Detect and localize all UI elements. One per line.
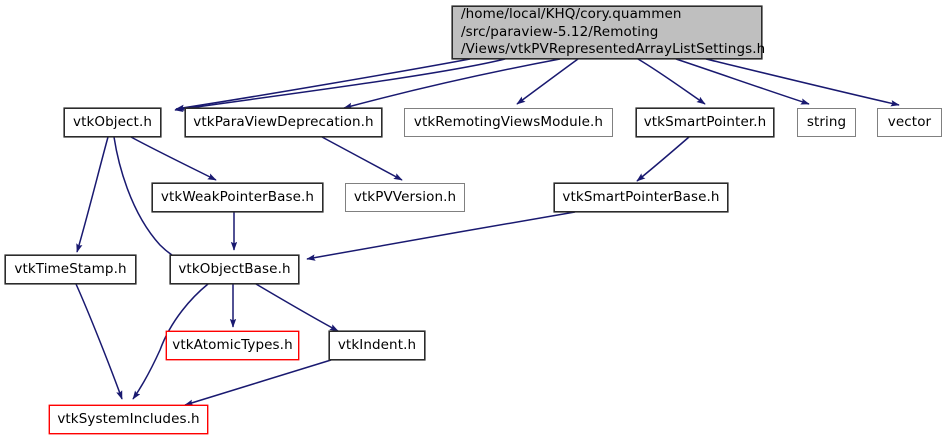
node-label-vtkTimeStamp: vtkTimeStamp.h bbox=[14, 260, 127, 277]
node-vtkTimeStamp[interactable]: vtkTimeStamp.h bbox=[5, 255, 136, 284]
edge-vtkObject-to-vtkWeakPointerBase bbox=[130, 136, 217, 181]
node-label-root: /home/local/KHQ/cory.quammen /src/paravi… bbox=[461, 5, 766, 58]
edge-root-to-vtkParaViewDeprecation bbox=[343, 58, 561, 109]
edge-vtkObjectBase-to-vtkSystemIncludes bbox=[132, 283, 209, 400]
node-label-vtkSmartPointerBase: vtkSmartPointerBase.h bbox=[562, 188, 720, 205]
node-vtkSmartPointer[interactable]: vtkSmartPointer.h bbox=[636, 108, 774, 137]
edge-root-to-vtkRemotingViewsModule bbox=[516, 58, 579, 105]
node-vector[interactable]: vector bbox=[877, 108, 942, 137]
edge-vtkParaViewDeprecation-to-vtkPVVersion bbox=[321, 136, 403, 181]
edge-root-to-vtkObject bbox=[175, 58, 471, 111]
node-label-vtkParaViewDeprecation: vtkParaViewDeprecation.h bbox=[193, 113, 374, 130]
node-label-vector: vector bbox=[887, 113, 932, 130]
edge-vtkTimeStamp-to-vtkSystemIncludes bbox=[75, 283, 123, 400]
node-label-vtkIndent: vtkIndent.h bbox=[337, 336, 417, 353]
node-label-string: string bbox=[806, 113, 847, 130]
node-root[interactable]: /home/local/KHQ/cory.quammen /src/paravi… bbox=[452, 5, 766, 59]
node-vtkObjectBase[interactable]: vtkObjectBase.h bbox=[170, 255, 299, 284]
node-vtkAtomicTypes[interactable]: vtkAtomicTypes.h bbox=[166, 331, 299, 360]
node-label-vtkAtomicTypes: vtkAtomicTypes.h bbox=[172, 336, 293, 353]
node-string[interactable]: string bbox=[797, 108, 856, 137]
node-vtkSmartPointerBase[interactable]: vtkSmartPointerBase.h bbox=[554, 183, 728, 212]
node-label-vtkWeakPointerBase: vtkWeakPointerBase.h bbox=[160, 188, 315, 205]
node-label-vtkObjectBase: vtkObjectBase.h bbox=[178, 260, 291, 277]
edge-vtkSmartPointerBase-to-vtkObjectBase bbox=[306, 211, 576, 261]
node-label-vtkObject: vtkObject.h bbox=[72, 113, 152, 130]
node-label-vtkRemotingViewsModule: vtkRemotingViewsModule.h bbox=[413, 113, 604, 130]
edge-vtkSmartPointer-to-vtkSmartPointerBase bbox=[636, 136, 690, 182]
node-label-vtkSmartPointer: vtkSmartPointer.h bbox=[643, 113, 767, 130]
edge-root-to-vtkObject bbox=[174, 58, 506, 113]
edge-vtkIndent-to-vtkSystemIncludes bbox=[184, 359, 332, 406]
edge-root-to-vector bbox=[705, 58, 900, 107]
edge-root-to-string bbox=[675, 58, 810, 105]
node-vtkObject[interactable]: vtkObject.h bbox=[64, 108, 161, 137]
node-label-vtkSystemIncludes: vtkSystemIncludes.h bbox=[57, 410, 200, 427]
node-vtkParaViewDeprecation[interactable]: vtkParaViewDeprecation.h bbox=[185, 108, 382, 137]
node-vtkSystemIncludes[interactable]: vtkSystemIncludes.h bbox=[49, 405, 208, 434]
node-vtkRemotingViewsModule[interactable]: vtkRemotingViewsModule.h bbox=[404, 108, 613, 137]
edge-vtkObject-to-vtkTimeStamp bbox=[76, 136, 109, 253]
edge-vtkObjectBase-to-vtkIndent bbox=[255, 283, 339, 332]
node-vtkWeakPointerBase[interactable]: vtkWeakPointerBase.h bbox=[152, 183, 323, 212]
node-vtkPVVersion[interactable]: vtkPVVersion.h bbox=[345, 183, 465, 212]
edge-root-to-vtkSmartPointer bbox=[637, 58, 706, 105]
node-label-vtkPVVersion: vtkPVVersion.h bbox=[353, 188, 457, 205]
node-vtkIndent[interactable]: vtkIndent.h bbox=[329, 331, 425, 360]
edge-group bbox=[75, 58, 900, 406]
